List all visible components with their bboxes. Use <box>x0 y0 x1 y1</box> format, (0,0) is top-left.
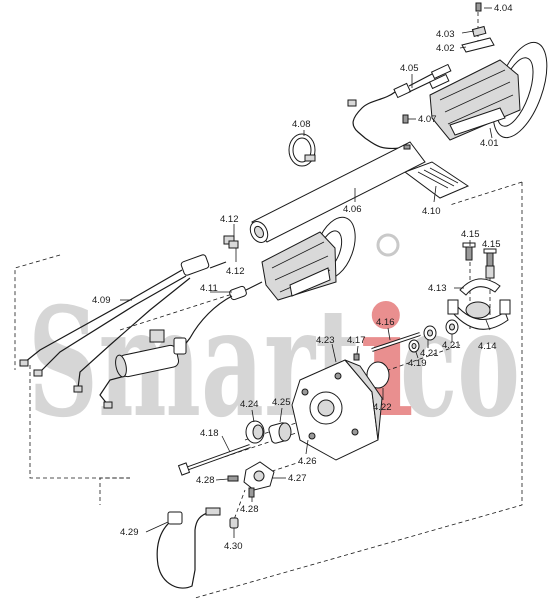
leader-4-26 <box>305 439 309 455</box>
cable-harness-4-09 <box>19 254 227 393</box>
label-4-21a: 4.21 <box>420 348 439 359</box>
pin-4-17 <box>353 353 360 361</box>
sensor-cable-4-29 <box>156 507 221 589</box>
label-4-12b: 4.12 <box>226 266 245 277</box>
label-4-24: 4.24 <box>240 399 259 410</box>
connector-4-12 <box>223 235 239 249</box>
watermark: Smart i co <box>28 233 520 451</box>
label-4-25: 4.25 <box>272 397 291 408</box>
sensor-4-30 <box>229 517 239 529</box>
dashed-frame-left <box>99 477 130 505</box>
bushing-4-21b <box>445 319 459 335</box>
label-4-05: 4.05 <box>400 63 419 74</box>
label-4-30: 4.30 <box>224 541 243 552</box>
label-4-21b: 4.21 <box>442 340 461 351</box>
hose-clamp-4-08 <box>288 133 316 167</box>
dashed-axis-screw <box>184 419 336 471</box>
plate-4-02 <box>461 37 495 53</box>
shaft-4-16 <box>371 332 421 352</box>
label-4-11: 4.11 <box>200 283 218 294</box>
label-4-12a: 4.12 <box>220 214 239 225</box>
leader-4-03 <box>461 30 475 34</box>
leader-4-28a <box>215 478 229 481</box>
label-4-08: 4.08 <box>292 119 311 130</box>
label-4-28b: 4.28 <box>240 504 259 515</box>
leader-4-02 <box>459 46 467 49</box>
parts <box>19 2 548 589</box>
screw-4-15b <box>483 248 497 267</box>
bracket-4-27 <box>243 461 275 491</box>
leader-4-24 <box>251 409 255 423</box>
label-4-27: 4.27 <box>288 473 307 484</box>
label-4-15b: 4.15 <box>482 239 501 250</box>
data-plate-4-10 <box>403 161 470 199</box>
leader-4-19 <box>415 351 419 359</box>
label-4-22: 4.22 <box>373 402 392 413</box>
dashed-frame-far-left <box>14 254 61 370</box>
cap-4-24 <box>245 420 265 444</box>
label-4-28a: 4.28 <box>196 475 215 486</box>
label-4-19: 4.19 <box>408 358 427 369</box>
label-4-01: 4.01 <box>480 138 499 149</box>
flange-housing-4-23 <box>291 359 383 461</box>
mixing-head-assembly <box>261 216 356 301</box>
washer-4-19 <box>408 339 420 353</box>
screw-4-15a <box>462 242 476 261</box>
leader-4-25 <box>279 407 283 423</box>
screw-4-04 <box>475 2 482 12</box>
clamp-lower-4-14 <box>447 299 511 330</box>
leader-4-01 <box>489 127 493 139</box>
leader-4-10 <box>433 185 437 203</box>
o-ring-4-22 <box>366 361 390 389</box>
screw-4-28b <box>248 487 255 498</box>
dashed-frame-bottom-left <box>29 365 130 479</box>
label-4-29: 4.29 <box>120 527 139 538</box>
dashed-frame-right <box>194 182 523 599</box>
screw-4-28a <box>227 475 239 482</box>
coupling-4-25 <box>268 422 292 444</box>
label-4-04: 4.04 <box>494 3 513 14</box>
label-4-16: 4.16 <box>376 317 395 328</box>
leader-lines <box>120 7 493 538</box>
dashed-axis-sensor <box>231 489 246 526</box>
label-4-03: 4.03 <box>436 29 455 40</box>
label-4-02: 4.02 <box>436 43 455 54</box>
fan-housing-4-01 <box>429 41 548 141</box>
label-4-18: 4.18 <box>200 428 219 439</box>
label-4-17: 4.17 <box>347 335 366 346</box>
bushing-4-21a <box>423 325 437 341</box>
burner-tube-4-06 <box>249 141 426 243</box>
pump-motor <box>115 329 187 378</box>
leader-4-17 <box>356 345 359 355</box>
clip-4-03 <box>471 25 487 38</box>
label-4-09: 4.09 <box>92 295 111 306</box>
label-4-07: 4.07 <box>418 114 437 125</box>
leader-4-14 <box>485 319 491 331</box>
label-4-06: 4.06 <box>343 204 362 215</box>
label-4-15a: 4.15 <box>461 229 480 240</box>
leader-4-16 <box>387 327 391 341</box>
part-labels: 4.04 4.03 4.02 4.01 4.05 4.07 4.08 4.10 … <box>92 3 513 552</box>
long-screw-4-18 <box>177 444 251 476</box>
label-4-10: 4.10 <box>422 206 441 217</box>
leader-4-29 <box>145 521 169 533</box>
label-4-26: 4.26 <box>298 456 317 467</box>
leader-4-23 <box>331 343 337 363</box>
ignition-cable-4-05 <box>347 63 452 150</box>
label-4-13: 4.13 <box>428 283 447 294</box>
watermark-registered-icon <box>376 233 400 257</box>
label-4-14: 4.14 <box>478 341 497 352</box>
screw-4-07 <box>402 114 409 124</box>
dashed-axis-fan <box>119 289 246 331</box>
leader-4-18 <box>221 435 231 453</box>
label-4-23: 4.23 <box>316 335 335 346</box>
dashed-frame-top <box>449 181 523 206</box>
